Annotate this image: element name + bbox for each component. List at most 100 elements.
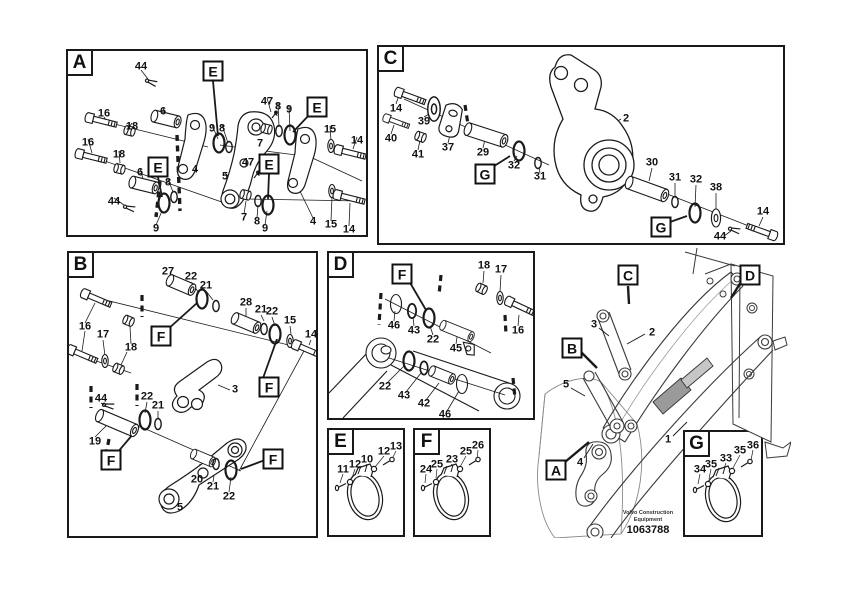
panel-letter-d: D	[327, 251, 354, 278]
part-callout-9: 9	[208, 122, 216, 135]
panel-letter-e: E	[327, 428, 354, 455]
part-callout-18: 18	[125, 120, 139, 133]
part-callout-16: 16	[511, 324, 525, 337]
part-callout-9: 9	[152, 222, 160, 235]
part-callout-35: 35	[733, 444, 747, 457]
part-callout-23: 23	[445, 453, 459, 466]
part-callout-12: 12	[377, 445, 391, 458]
part-callout-22: 22	[426, 333, 440, 346]
part-callout-18: 18	[477, 259, 491, 272]
section-ref-callout-a: A	[545, 459, 567, 481]
panel-g-artwork	[692, 449, 754, 527]
part-callout-32: 32	[689, 173, 703, 186]
section-ref-callout-b: B	[561, 337, 583, 359]
part-callout-31: 31	[533, 170, 547, 183]
part-callout-34: 34	[693, 463, 707, 476]
part-callout-22: 22	[184, 270, 198, 283]
part-callout-16: 16	[81, 136, 95, 149]
part-callout-12: 12	[348, 458, 362, 471]
part-callout-6: 6	[136, 166, 144, 179]
part-callout-8: 8	[253, 215, 261, 228]
part-callout-16: 16	[78, 320, 92, 333]
figure-number: 1063788	[626, 524, 670, 536]
part-callout-44: 44	[94, 392, 108, 405]
part-callout-39: 39	[417, 115, 431, 128]
section-ref-callout-f: F	[262, 448, 284, 470]
part-callout-3: 3	[231, 383, 239, 396]
part-callout-36: 36	[746, 439, 760, 452]
part-callout-4: 4	[191, 163, 199, 176]
part-callout-30: 30	[645, 156, 659, 169]
part-callout-2: 2	[648, 326, 656, 339]
part-callout-22: 22	[265, 305, 279, 318]
part-callout-3: 3	[590, 318, 598, 331]
part-callout-14: 14	[756, 205, 770, 218]
panel-f-artwork	[420, 449, 481, 525]
panel-b-artwork	[69, 272, 316, 514]
part-callout-21: 21	[206, 480, 220, 493]
part-callout-17: 17	[494, 263, 508, 276]
brand-line1: Volvo Construction	[622, 510, 674, 516]
part-callout-21: 21	[254, 303, 268, 316]
part-callout-43: 43	[397, 389, 411, 402]
part-callout-43: 43	[407, 324, 421, 337]
part-callout-17: 17	[96, 328, 110, 341]
section-ref-callout-f: F	[391, 263, 413, 285]
section-ref-callout-e: E	[258, 153, 280, 175]
brand-line2: Equipment	[633, 517, 663, 524]
part-callout-22: 22	[140, 390, 154, 403]
part-callout-47: 47	[260, 95, 274, 108]
part-callout-47: 47	[241, 156, 255, 169]
part-callout-18: 18	[112, 148, 126, 161]
part-callout-9: 9	[285, 103, 293, 116]
part-callout-22: 22	[222, 490, 236, 503]
part-callout-44: 44	[713, 230, 727, 243]
part-callout-5: 5	[562, 378, 570, 391]
part-callout-8: 8	[164, 176, 172, 189]
part-callout-46: 46	[387, 319, 401, 332]
part-callout-33: 33	[719, 452, 733, 465]
section-ref-callout-e: E	[306, 96, 328, 118]
part-callout-4: 4	[576, 456, 584, 469]
part-callout-25: 25	[459, 445, 473, 458]
panel-e-artwork	[334, 450, 397, 525]
part-callout-15: 15	[283, 314, 297, 327]
part-callout-41: 41	[411, 148, 425, 161]
section-ref-callout-e: E	[147, 156, 169, 178]
part-callout-8: 8	[218, 122, 226, 135]
section-ref-callout-g: G	[474, 163, 496, 185]
part-callout-37: 37	[441, 141, 455, 154]
brand-text: Volvo Construction Equipment	[600, 510, 696, 524]
panel-letter-b: B	[67, 251, 94, 278]
part-callout-19: 19	[88, 435, 102, 448]
section-ref-callout-g: G	[650, 216, 672, 238]
part-callout-14: 14	[304, 328, 318, 341]
part-callout-11: 11	[337, 463, 349, 476]
part-callout-6: 6	[159, 105, 167, 118]
part-callout-5: 5	[176, 501, 184, 514]
part-callout-13: 13	[389, 440, 403, 453]
section-ref-callout-c: C	[617, 264, 639, 286]
part-callout-21: 21	[199, 279, 213, 292]
part-callout-40: 40	[384, 132, 398, 145]
part-callout-1: 1	[664, 433, 672, 446]
panel-letter-g: G	[683, 430, 710, 457]
panel-letter-c: C	[377, 45, 404, 72]
part-callout-9: 9	[261, 222, 269, 235]
part-callout-35: 35	[704, 458, 718, 471]
part-callout-2: 2	[622, 112, 630, 125]
part-callout-7: 7	[240, 211, 248, 224]
part-callout-45: 45	[449, 342, 463, 355]
part-callout-14: 14	[342, 223, 356, 236]
part-callout-27: 27	[161, 265, 175, 278]
part-callout-7: 7	[256, 137, 264, 150]
panel-letter-a: A	[66, 49, 93, 76]
part-callout-21: 21	[151, 399, 165, 412]
part-callout-32: 32	[507, 159, 521, 172]
panel-c-artwork	[381, 54, 780, 242]
part-callout-15: 15	[323, 123, 337, 136]
panel-d-artwork	[329, 270, 533, 418]
